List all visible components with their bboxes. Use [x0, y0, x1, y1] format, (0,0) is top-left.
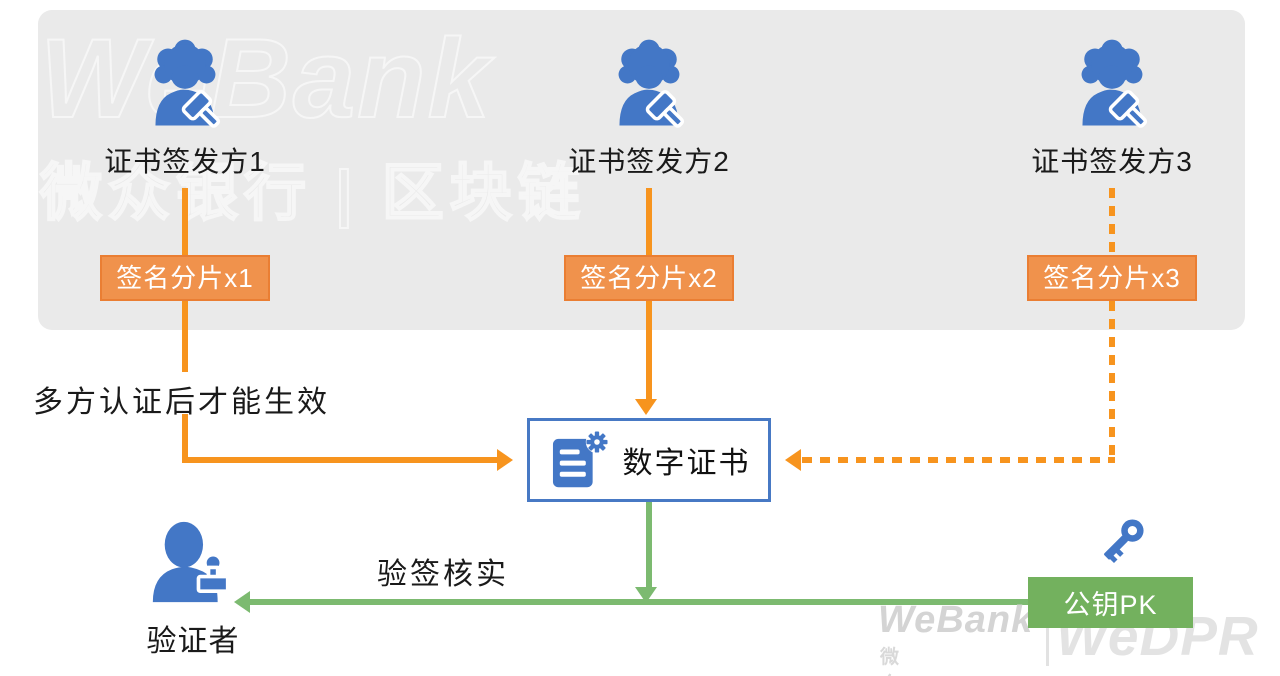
shard-badge-2: 签名分片x2	[564, 255, 734, 301]
arrow-shard1-segment-a	[182, 301, 188, 372]
issuer3-judge-icon	[1079, 37, 1155, 130]
issuer2-label: 证书签发方2	[568, 146, 730, 177]
watermark-bottom-brand-text: WeBank	[878, 599, 1034, 641]
digital-certificate-box: 数字证书	[527, 418, 771, 502]
shard-badge-3: 签名分片x3	[1027, 255, 1197, 301]
arrow-shard1-segment-c	[182, 457, 497, 463]
arrow-shard1-segment-b	[182, 414, 188, 463]
connector-issuer3-shard3-dashed	[1109, 188, 1115, 255]
arrow-shard3-segment-b-dashed	[802, 457, 1115, 463]
key-icon	[1098, 514, 1149, 565]
verifier-label: 验证者	[146, 625, 240, 658]
issuer2-judge-icon	[616, 37, 692, 130]
verify-annotation: 验签核实	[377, 558, 509, 591]
arrowhead-shard3-to-certificate	[785, 449, 801, 471]
multi-party-annotation: 多方认证后才能生效	[33, 386, 330, 419]
verifier-stamp-icon	[150, 520, 230, 604]
connector-issuer2-shard2	[646, 188, 652, 255]
arrowhead-shard2-to-certificate	[635, 399, 657, 415]
watermark-bottom-tagline-text: 微众银行|区块链	[880, 647, 901, 676]
arrow-certificate-down-segment	[646, 502, 652, 588]
certificate-doc-gear-icon	[552, 430, 608, 488]
digital-certificate-label: 数字证书	[622, 447, 751, 480]
connector-issuer1-shard1	[182, 188, 188, 255]
arrow-shard2-segment	[646, 301, 652, 400]
arrowhead-shard1-to-certificate	[497, 449, 513, 471]
issuer3-label: 证书签发方3	[1031, 146, 1193, 177]
issuer1-judge-icon	[152, 37, 228, 130]
shard-badge-1: 签名分片x1	[100, 255, 270, 301]
arrowhead-verifyline-to-verifier	[234, 591, 250, 613]
arrow-shard3-segment-a-dashed	[1109, 301, 1115, 463]
issuer1-label: 证书签发方1	[104, 146, 266, 177]
public-key-badge: 公钥PK	[1028, 577, 1193, 628]
verify-line-segment	[250, 599, 1028, 605]
